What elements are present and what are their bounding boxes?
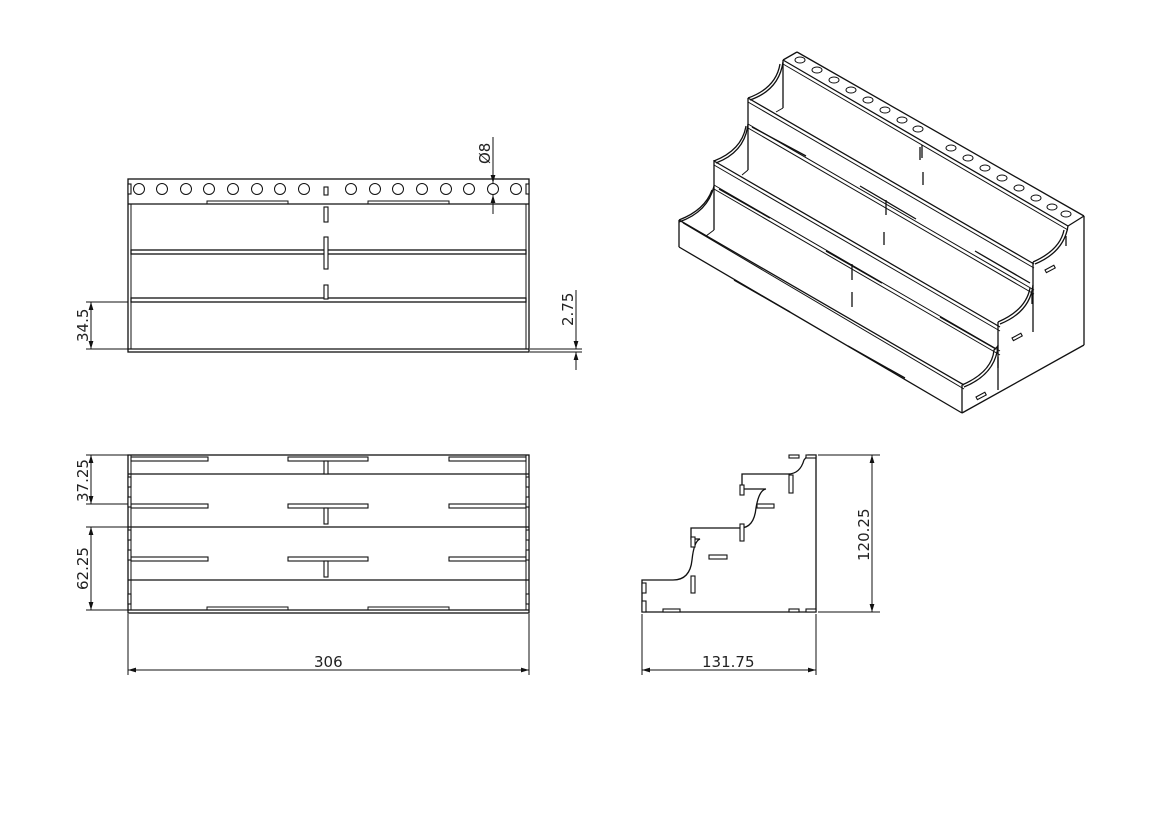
dim-overall-depth: 131.75: [702, 653, 755, 671]
dim-hole-diameter: Ø8: [476, 143, 494, 164]
isometric-view: [678, 51, 1085, 414]
dim-step-depth-top: 37.25: [74, 459, 92, 502]
dim-overall-height: 120.25: [855, 509, 873, 562]
top-view-slots: [127, 456, 530, 610]
dim-panel-thickness: 2.75: [559, 293, 577, 326]
front-view: Ø8 34.5 2.75: [74, 137, 582, 370]
side-view: 131.75 120.25: [641, 454, 880, 675]
dim-step-depth-mid: 62.25: [74, 547, 92, 590]
isometric-holes: [794, 56, 1072, 218]
dim-front-step-height: 34.5: [74, 309, 92, 342]
front-view-holes: [133, 183, 522, 195]
top-view: 37.25 62.25 306: [74, 454, 530, 675]
dim-overall-width: 306: [314, 653, 343, 671]
